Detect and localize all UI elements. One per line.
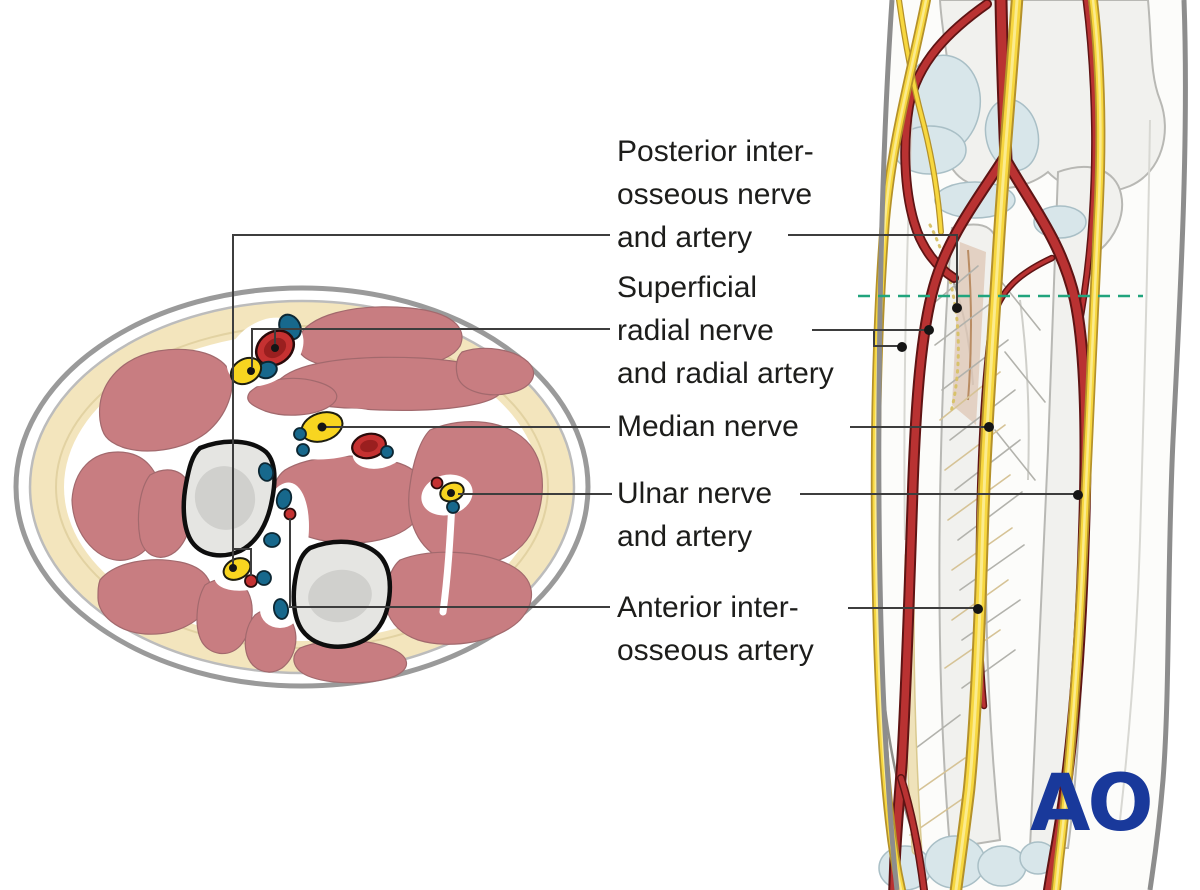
cross-section-illustration	[13, 285, 591, 689]
label-line: osseous artery	[617, 634, 814, 667]
vein	[293, 427, 307, 441]
vein	[446, 500, 460, 514]
artery	[244, 574, 258, 588]
leader-superficial-bracket	[873, 330, 898, 347]
label-line: osseous nerve	[617, 178, 813, 211]
label-median-nerve: Median nerve	[617, 405, 799, 448]
label-line: Superficial	[617, 271, 758, 304]
deep-artery-line	[967, 249, 972, 401]
label-line: Anterior inter-	[617, 591, 799, 624]
label-line: and artery	[617, 520, 753, 553]
ao-logo: AO	[1030, 759, 1151, 849]
label-anterior-interosseous-artery: Anterior inter- osseous artery	[617, 586, 814, 672]
vein	[272, 598, 290, 620]
carpal-bone	[977, 845, 1027, 887]
deep-artery-band	[952, 242, 986, 425]
label-line: Median nerve	[617, 410, 799, 443]
vein	[257, 462, 275, 482]
leader-lines	[232, 234, 1074, 609]
label-ulnar-nerve-artery: Ulnar nerve and artery	[617, 472, 772, 558]
skin-outline	[876, 0, 1188, 890]
ulna-bone	[1028, 165, 1124, 849]
vein	[275, 488, 293, 510]
label-line: Posterior inter-	[617, 135, 814, 168]
artery-anterior-interosseous	[283, 507, 297, 521]
leader-posterior-right	[788, 234, 958, 303]
artery	[430, 476, 444, 490]
label-posterior-interosseous-nerve-artery: Posterior inter- osseous nerve and arter…	[617, 130, 814, 259]
label-line: radial nerve	[617, 314, 774, 347]
posterior-interosseous-nerve-dotted	[928, 223, 960, 414]
leader-posterior-bracket	[233, 548, 252, 576]
cross-section-bones	[181, 439, 393, 649]
leader-dots	[229, 303, 1083, 614]
vein	[263, 532, 281, 548]
vein	[296, 443, 310, 457]
vein	[256, 570, 272, 586]
leader-posterior-left	[232, 234, 610, 568]
forearm-illustration	[858, 0, 1188, 890]
leader-anterior-left	[289, 518, 610, 608]
vein	[380, 445, 394, 459]
label-line: and radial artery	[617, 357, 834, 390]
label-line: Ulnar nerve	[617, 477, 773, 510]
label-line: and artery	[617, 221, 753, 254]
label-superficial-radial-nerve-artery: Superficial radial nerve and radial arte…	[617, 266, 834, 395]
leader-superficial-left	[251, 328, 610, 367]
